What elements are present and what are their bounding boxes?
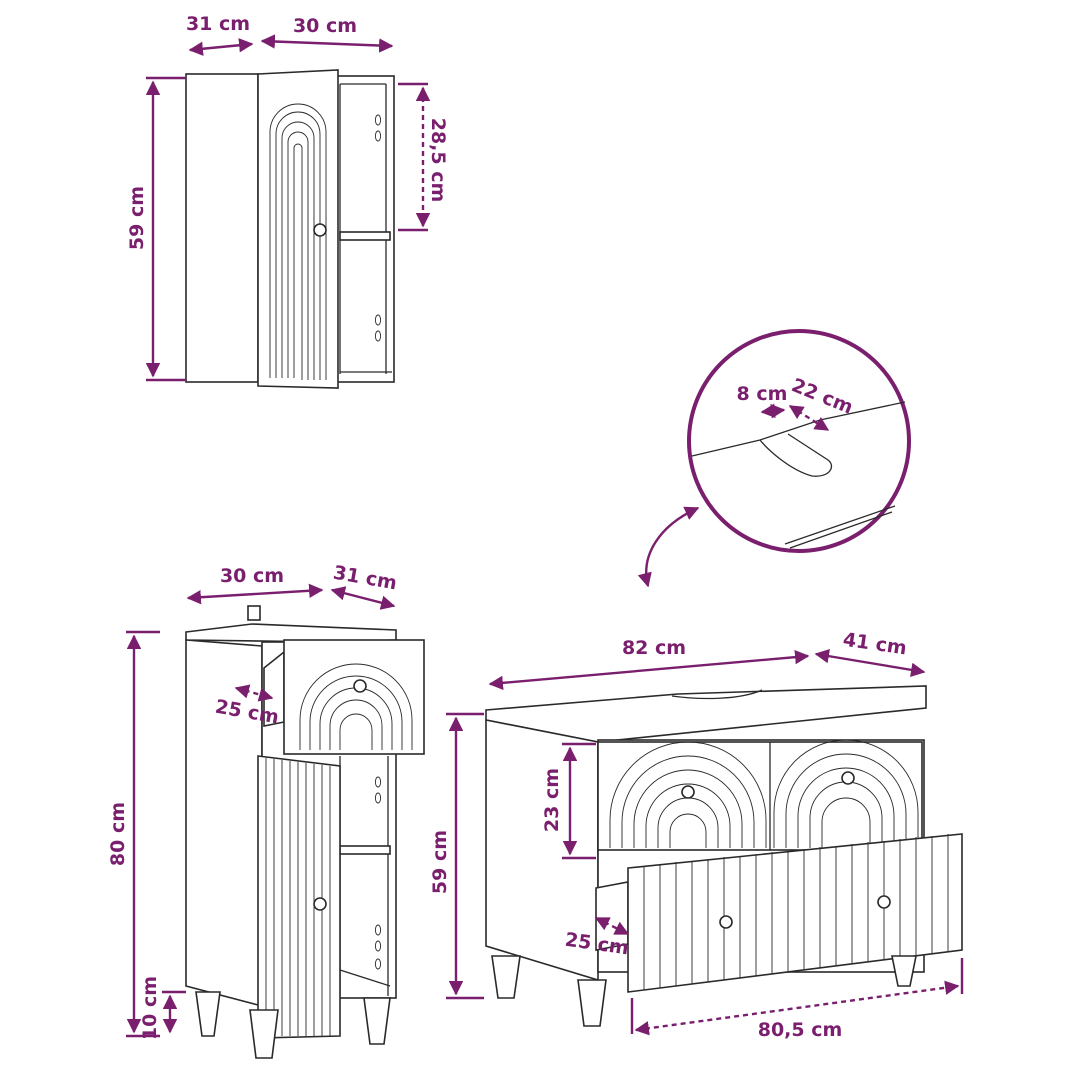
sink-cabinet-drawer-width-label: 80,5 cm — [758, 1019, 843, 1041]
wall-cabinet-height-label: 59 cm — [126, 186, 148, 250]
knob-icon — [313, 223, 327, 237]
dimension-arrow-icon — [186, 583, 324, 605]
tall-cabinet-depth-label: 31 cm — [332, 562, 399, 595]
wall-cabinet — [185, 69, 395, 389]
sink-cabinet-bottom-drawer — [627, 833, 963, 993]
cabinet-leg — [577, 979, 607, 1027]
tall-cabinet-drawer — [283, 639, 425, 755]
knob-icon — [841, 771, 855, 785]
tall-cabinet-side — [185, 639, 263, 1008]
dimension-arrow-icon — [594, 916, 630, 936]
wall-cabinet-shelf — [339, 231, 391, 241]
sink-cabinet-width-label: 82 cm — [622, 637, 686, 659]
tall-cabinet — [185, 605, 425, 1059]
cabinet-leg — [891, 955, 917, 987]
wall-cabinet-door — [257, 69, 339, 389]
cutout-offset-label: 8 cm — [737, 383, 788, 405]
cutout-detail-zoom: 8 cm 22 cm — [637, 329, 911, 588]
dimension-arrow-icon — [788, 404, 830, 432]
sink-cabinet-drawer-height-label: 23 cm — [541, 768, 563, 832]
dimension-arrow-icon — [488, 649, 810, 691]
wall-cabinet-shelf-height-label: 28,5 cm — [427, 118, 449, 203]
dimension-arrow-icon — [330, 586, 396, 610]
wall-cabinet-dimensions: 31 cm 30 cm 59 cm 28,5 cm — [126, 13, 449, 382]
knob-icon — [681, 785, 695, 799]
knob-icon — [877, 895, 891, 909]
sink-cabinet-height-label: 59 cm — [429, 830, 451, 894]
wall-cabinet-width-label: 30 cm — [293, 15, 357, 37]
wall-cabinet-depth-label: 31 cm — [186, 13, 250, 35]
knob-icon — [719, 915, 733, 929]
dimension-arrow-icon — [814, 649, 926, 677]
arrow-curved-icon — [637, 506, 700, 588]
tall-cabinet-width-label: 30 cm — [220, 565, 284, 587]
tall-cabinet-shelf — [339, 845, 391, 855]
cabinet-leg — [491, 955, 521, 999]
cabinet-leg — [195, 991, 221, 1037]
wall-cabinet-open-body — [331, 75, 395, 383]
wall-cabinet-side-panel — [185, 73, 259, 383]
dimension-arrow-icon — [634, 980, 960, 1036]
dimension-arrow-icon — [234, 684, 274, 702]
sink-cabinet-top-drawer — [597, 741, 923, 851]
cabinet-leg — [363, 997, 391, 1045]
sink-cabinet — [485, 685, 963, 1027]
tall-cabinet-height-label: 80 cm — [107, 802, 129, 866]
dimension-arrow-icon — [760, 403, 786, 419]
tall-cabinet-leg-height-label: 10 cm — [139, 976, 161, 1040]
knob-icon — [353, 679, 367, 693]
sink-cabinet-depth-label: 41 cm — [842, 629, 909, 660]
cabinet-leg — [249, 1009, 279, 1059]
dimension-arrow-icon — [188, 38, 254, 56]
knob-icon — [313, 897, 327, 911]
dimension-arrow-icon — [260, 34, 394, 53]
tall-cabinet-door — [257, 755, 341, 1039]
